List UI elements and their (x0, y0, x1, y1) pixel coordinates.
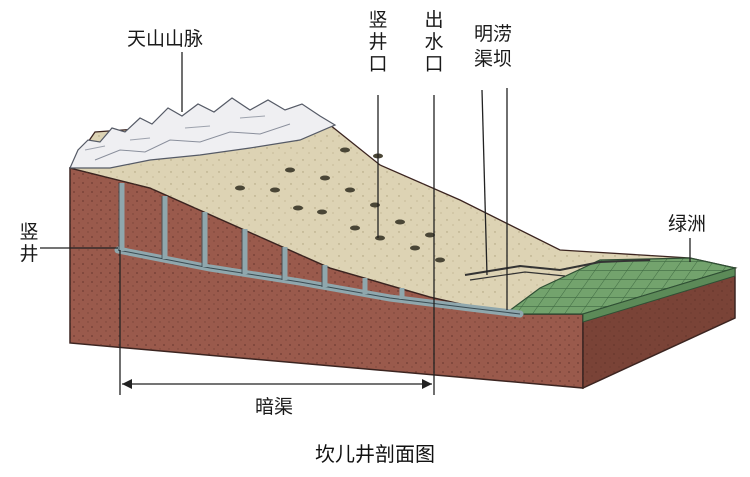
label-dam: 明涝 渠坝 (474, 23, 513, 70)
label-underground-channel: 暗渠 (255, 396, 294, 418)
diagram-caption: 坎儿井剖面图 (315, 442, 435, 466)
open-channel (464, 259, 651, 276)
label-oasis: 绿洲 (668, 213, 707, 235)
tianshan-ridge (69, 97, 337, 169)
label-water-outlet: 出 水 口 (424, 9, 444, 75)
shaft-openings (235, 147, 445, 263)
label-vertical-shaft: 竖 井 (19, 221, 39, 265)
label-shaft-opening: 竖 井 口 (368, 9, 388, 75)
label-tianshan: 天山山脉 (127, 28, 204, 50)
vertical-shafts (119, 183, 405, 299)
leader-lines (40, 52, 691, 395)
tunnel-length-arrow (122, 379, 432, 389)
